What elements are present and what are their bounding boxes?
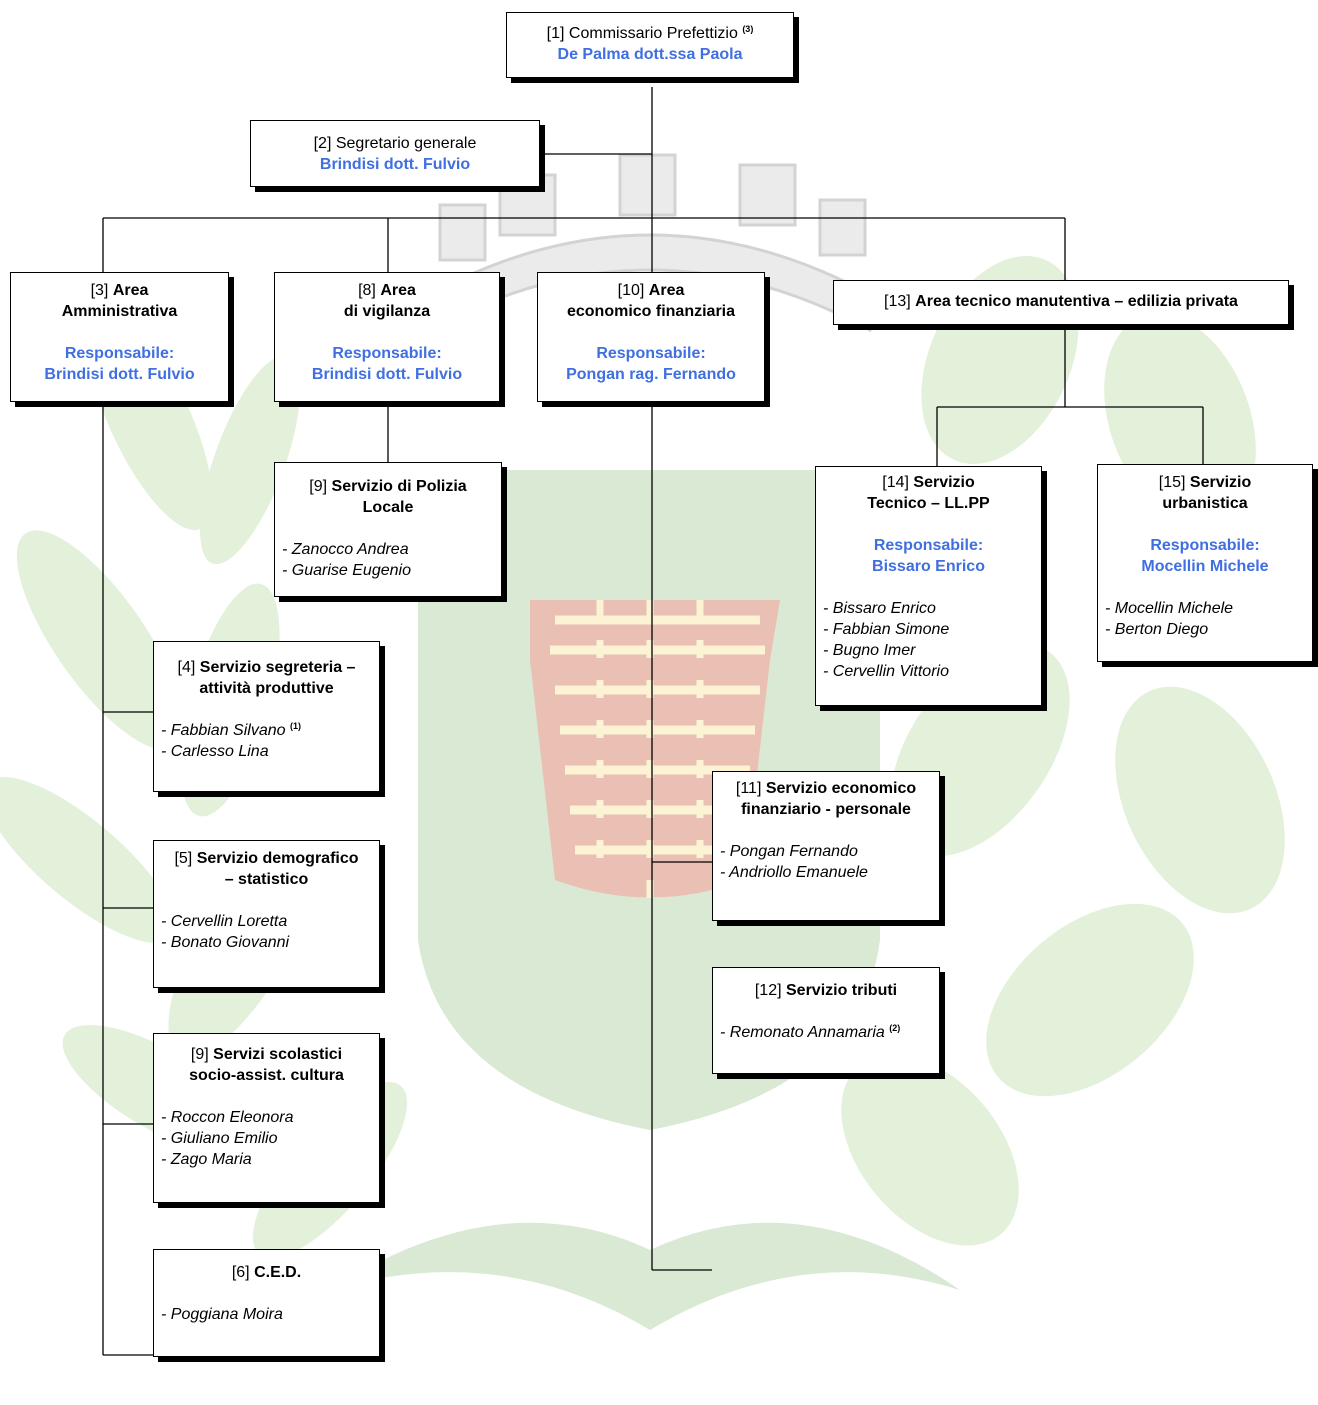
node-resp-label: Responsabile: [873, 537, 984, 554]
member-name: - Bugno Imer [823, 642, 916, 659]
node-number: [12] [754, 982, 782, 999]
node-resp-label: Responsabile: [64, 345, 175, 362]
node-title: Servizio di Polizia [331, 478, 467, 495]
member-name: - Remonato Annamaria (2) [720, 1023, 901, 1042]
node-number: [9] [190, 1046, 209, 1063]
node-title-line2: finanziario - personale [741, 801, 911, 818]
node-title-line2: attività produttive [199, 680, 334, 697]
node-servizio-segreteria: [4] Servizio segreteria – attività produ… [153, 641, 380, 792]
node-title: Area [648, 282, 685, 299]
node-servizi-scolastici: [9] Servizi scolastici socio-assist. cul… [153, 1033, 380, 1203]
node-person: De Palma dott.ssa Paola [557, 46, 743, 63]
node-servizio-urbanistica: [15] Servizio urbanistica Responsabile: … [1097, 464, 1313, 662]
node-title: Area [112, 282, 149, 299]
node-number: [13] [884, 293, 911, 310]
member-name: - Cervellin Vittorio [823, 663, 949, 680]
node-title-line2: Amministrativa [61, 303, 178, 320]
member-name: - Fabbian Simone [823, 621, 950, 638]
node-commissario-prefettizio: [1] Commissario Prefettizio (3) De Palma… [506, 12, 794, 78]
node-area-vigilanza: [8] Area di vigilanza Responsabile: Brin… [274, 272, 500, 402]
node-person: Pongan rag. Fernando [566, 366, 736, 383]
node-number: [2] [313, 135, 332, 152]
member-name: - Zanocco Andrea [282, 541, 409, 558]
node-number: [3] [90, 282, 109, 299]
node-title: Servizio [913, 474, 975, 491]
member-name: - Guarise Eugenio [282, 562, 411, 579]
node-area-economico-finanziaria: [10] Area economico finanziaria Responsa… [537, 272, 765, 402]
node-number: [4] [177, 659, 196, 676]
node-title: Servizi scolastici [213, 1046, 343, 1063]
node-title: Area [380, 282, 416, 299]
member-name: - Pongan Fernando [720, 843, 858, 860]
node-person: Brindisi dott. Fulvio [311, 366, 463, 383]
member-name: - Berton Diego [1105, 621, 1209, 638]
member-name: - Mocellin Michele [1105, 600, 1234, 617]
node-resp-label: Responsabile: [1150, 537, 1260, 554]
member-name: - Poggiana Moira [161, 1306, 283, 1323]
node-number: [8] [358, 282, 376, 299]
node-title: C.E.D. [254, 1264, 302, 1281]
shield-shape [418, 470, 880, 1130]
node-title: Segretario generale [335, 135, 477, 152]
member-name: - Giuliano Emilio [161, 1130, 278, 1147]
node-number: [14] [882, 474, 909, 491]
footnote-marker: (1) [289, 721, 301, 731]
node-number: [15] [1158, 474, 1186, 491]
node-title-line2: Locale [362, 499, 414, 516]
member-name: - Roccon Eleonora [161, 1109, 294, 1126]
node-title-line2: socio-assist. cultura [189, 1067, 344, 1084]
node-person: Bissaro Enrico [872, 558, 985, 575]
node-title-line2: di vigilanza [343, 303, 431, 320]
node-title: Servizio segreteria – [199, 659, 356, 676]
member-name: - Fabbian Silvano (1) [161, 721, 301, 740]
node-person: Brindisi dott. Fulvio [44, 366, 195, 383]
node-title: Commissario Prefettizio [568, 25, 738, 42]
node-title: Servizio tributi [786, 982, 898, 999]
node-title-line2: urbanistica [1162, 495, 1248, 512]
node-person: Mocellin Michele [1141, 558, 1269, 575]
node-servizio-tributi: [12] Servizio tributi - Remonato Annamar… [712, 967, 940, 1074]
node-title-line2: economico finanziaria [566, 303, 736, 320]
node-resp-label: Responsabile: [596, 345, 706, 362]
node-number: [9] [309, 478, 328, 495]
node-title: Servizio demografico [196, 850, 359, 867]
member-name: - Andriollo Emanuele [720, 864, 868, 881]
node-ced: [6] C.E.D. - Poggiana Moira [153, 1249, 380, 1357]
member-name: - Bissaro Enrico [823, 600, 936, 617]
node-area-amministrativa: [3] Area Amministrativa Responsabile: Br… [10, 272, 229, 402]
node-title-line2: Tecnico – LL.PP [867, 495, 990, 512]
member-name: - Cervellin Loretta [161, 913, 288, 930]
node-servizio-polizia-locale: [9] Servizio di Polizia Locale - Zanocco… [274, 462, 502, 597]
node-servizio-tecnico-llpp: [14] Servizio Tecnico – LL.PP Responsabi… [815, 466, 1042, 706]
footnote-marker: (2) [889, 1023, 901, 1033]
node-number: [10] [617, 282, 645, 299]
member-name: - Zago Maria [161, 1151, 252, 1168]
node-segretario-generale: [2] Segretario generale Brindisi dott. F… [250, 120, 540, 187]
node-number: [1] [546, 25, 565, 42]
node-number: [6] [231, 1264, 250, 1281]
node-person: Brindisi dott. Fulvio [319, 156, 471, 173]
node-number: [5] [174, 850, 193, 867]
node-title-line2: – statistico [224, 871, 309, 888]
member-name: - Carlesso Lina [161, 743, 269, 760]
node-servizio-economico-finanziario: [11] Servizio economico finanziario - pe… [712, 771, 940, 921]
node-area-tecnico-manutentiva: [13] Area tecnico manutentiva – edilizia… [833, 280, 1289, 325]
node-title: Servizio [1189, 474, 1252, 491]
node-title: Area tecnico manutentiva – edilizia priv… [915, 293, 1238, 310]
node-title: Servizio economico [765, 780, 917, 797]
footnote-marker: (3) [742, 24, 754, 34]
member-name: - Bonato Giovanni [161, 934, 290, 951]
node-number: [11] [735, 780, 762, 797]
node-resp-label: Responsabile: [332, 345, 442, 362]
node-servizio-demografico: [5] Servizio demografico – statistico - … [153, 840, 380, 988]
